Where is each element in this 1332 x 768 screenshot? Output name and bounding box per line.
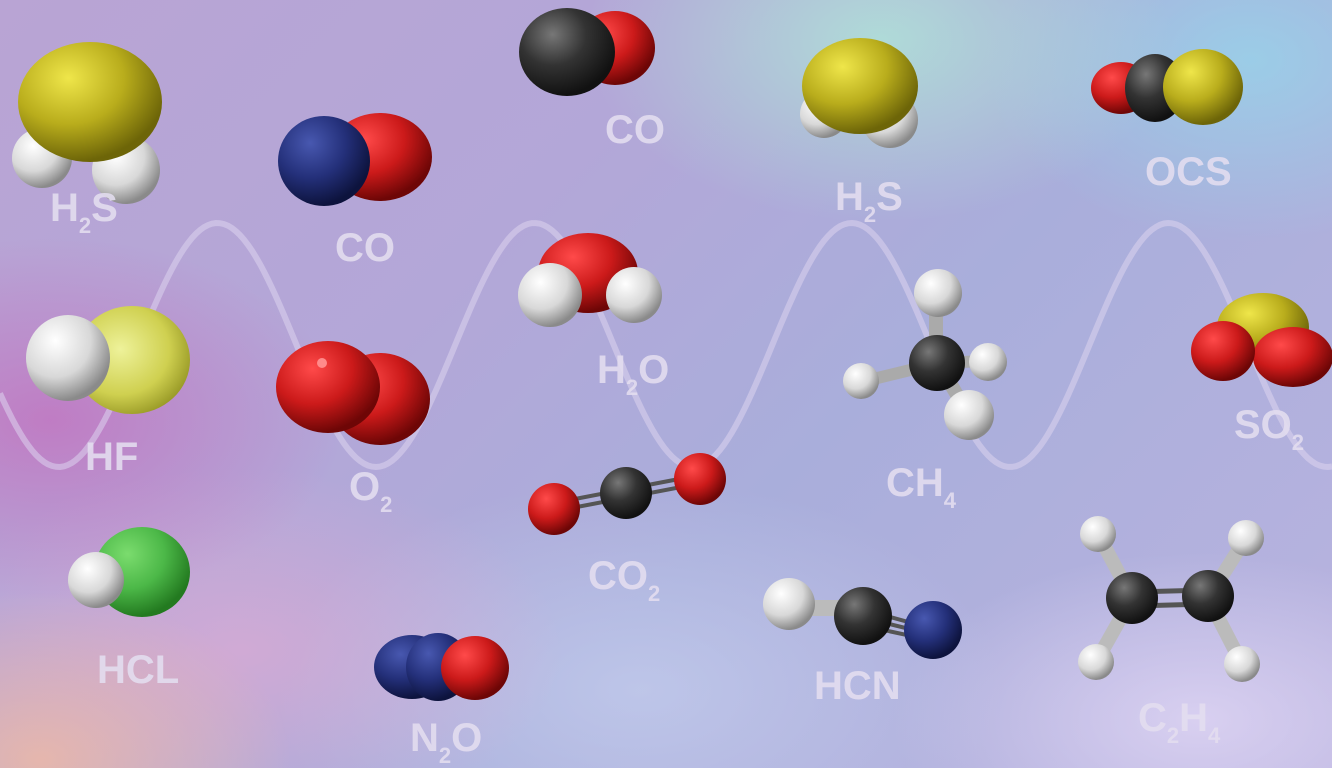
co-label: CO [605, 108, 665, 152]
h2s-label: H2S [50, 186, 118, 238]
ch4-label: CH4 [886, 461, 957, 513]
o2-molecule-model [276, 341, 430, 445]
h2s-molecule-model [800, 38, 918, 148]
h2o-molecule-model [518, 233, 662, 327]
c2h4-molecule-model [1078, 516, 1264, 682]
o2-label: O2 [349, 465, 393, 517]
co-molecule-model [519, 8, 655, 96]
ch4-molecule-model [843, 269, 1007, 440]
hcl-label: HCL [97, 648, 180, 692]
hf-label: HF [85, 435, 139, 479]
so2-molecule-model [1191, 293, 1332, 387]
h2s-label: H2S [835, 175, 903, 227]
so2-label: SO2 [1234, 403, 1305, 455]
co2-molecule-model [528, 453, 726, 535]
h2o-label: H2O [597, 348, 670, 400]
co2-label: CO2 [588, 554, 661, 606]
ocs-label: OCS [1145, 150, 1232, 194]
h2s-molecule-model [12, 42, 162, 204]
hcl-molecule-model [68, 527, 190, 617]
n2o-label: N2O [410, 716, 483, 768]
hcn-label: HCN [814, 664, 901, 708]
hf-molecule-model [26, 306, 190, 414]
hcn-molecule-model [763, 578, 962, 659]
n2o-molecule-model [374, 633, 509, 701]
co-molecule-model [278, 113, 432, 206]
ocs-molecule-model [1091, 49, 1243, 125]
c2h4-label: C2H4 [1138, 696, 1221, 748]
co-label: CO [335, 226, 395, 270]
